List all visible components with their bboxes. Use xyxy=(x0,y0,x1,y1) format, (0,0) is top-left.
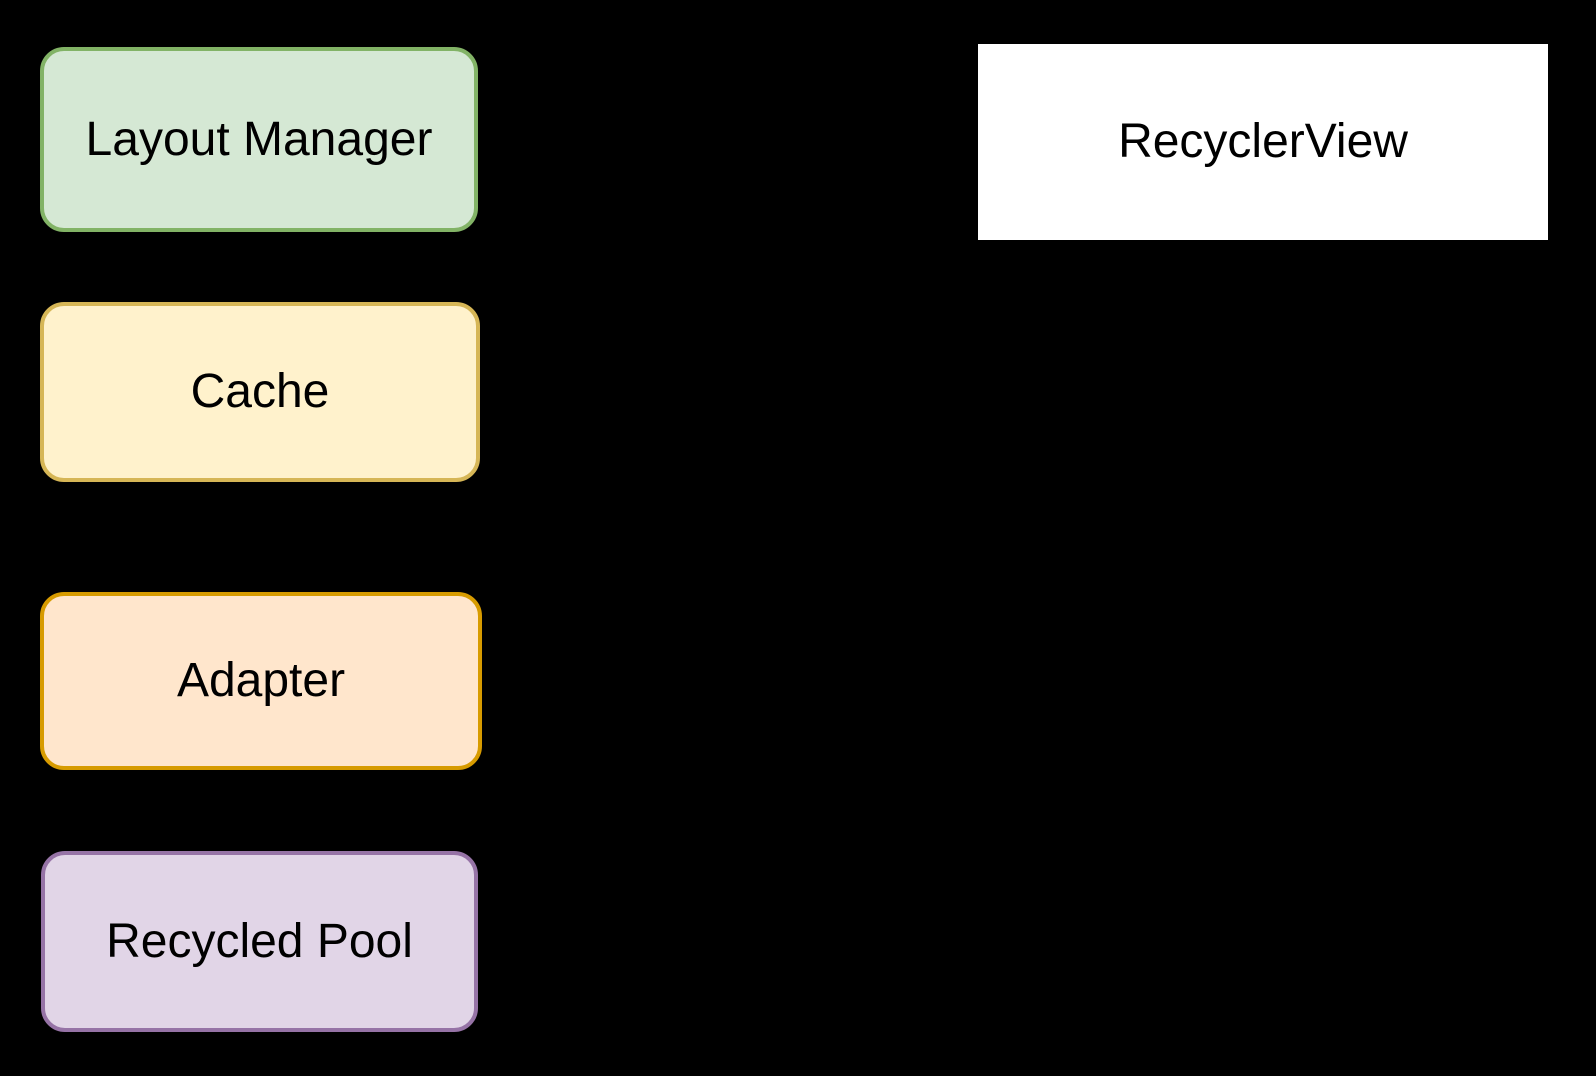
connector-arrowhead-tick xyxy=(478,876,488,896)
node-label-cache: Cache xyxy=(190,365,330,419)
node-label-adapter: Adapter xyxy=(176,654,346,708)
node-recyclerview: RecyclerView xyxy=(978,44,1548,240)
node-label-recycled-pool: Recycled Pool xyxy=(106,914,413,968)
node-label-layout-manager: Layout Manager xyxy=(85,112,433,166)
node-layout-manager: Layout Manager xyxy=(40,47,478,232)
node-recycled-pool: Recycled Pool xyxy=(41,851,478,1032)
node-adapter: Adapter xyxy=(40,592,482,770)
node-cache: Cache xyxy=(40,302,480,482)
node-label-recyclerview: RecyclerView xyxy=(1118,115,1408,169)
